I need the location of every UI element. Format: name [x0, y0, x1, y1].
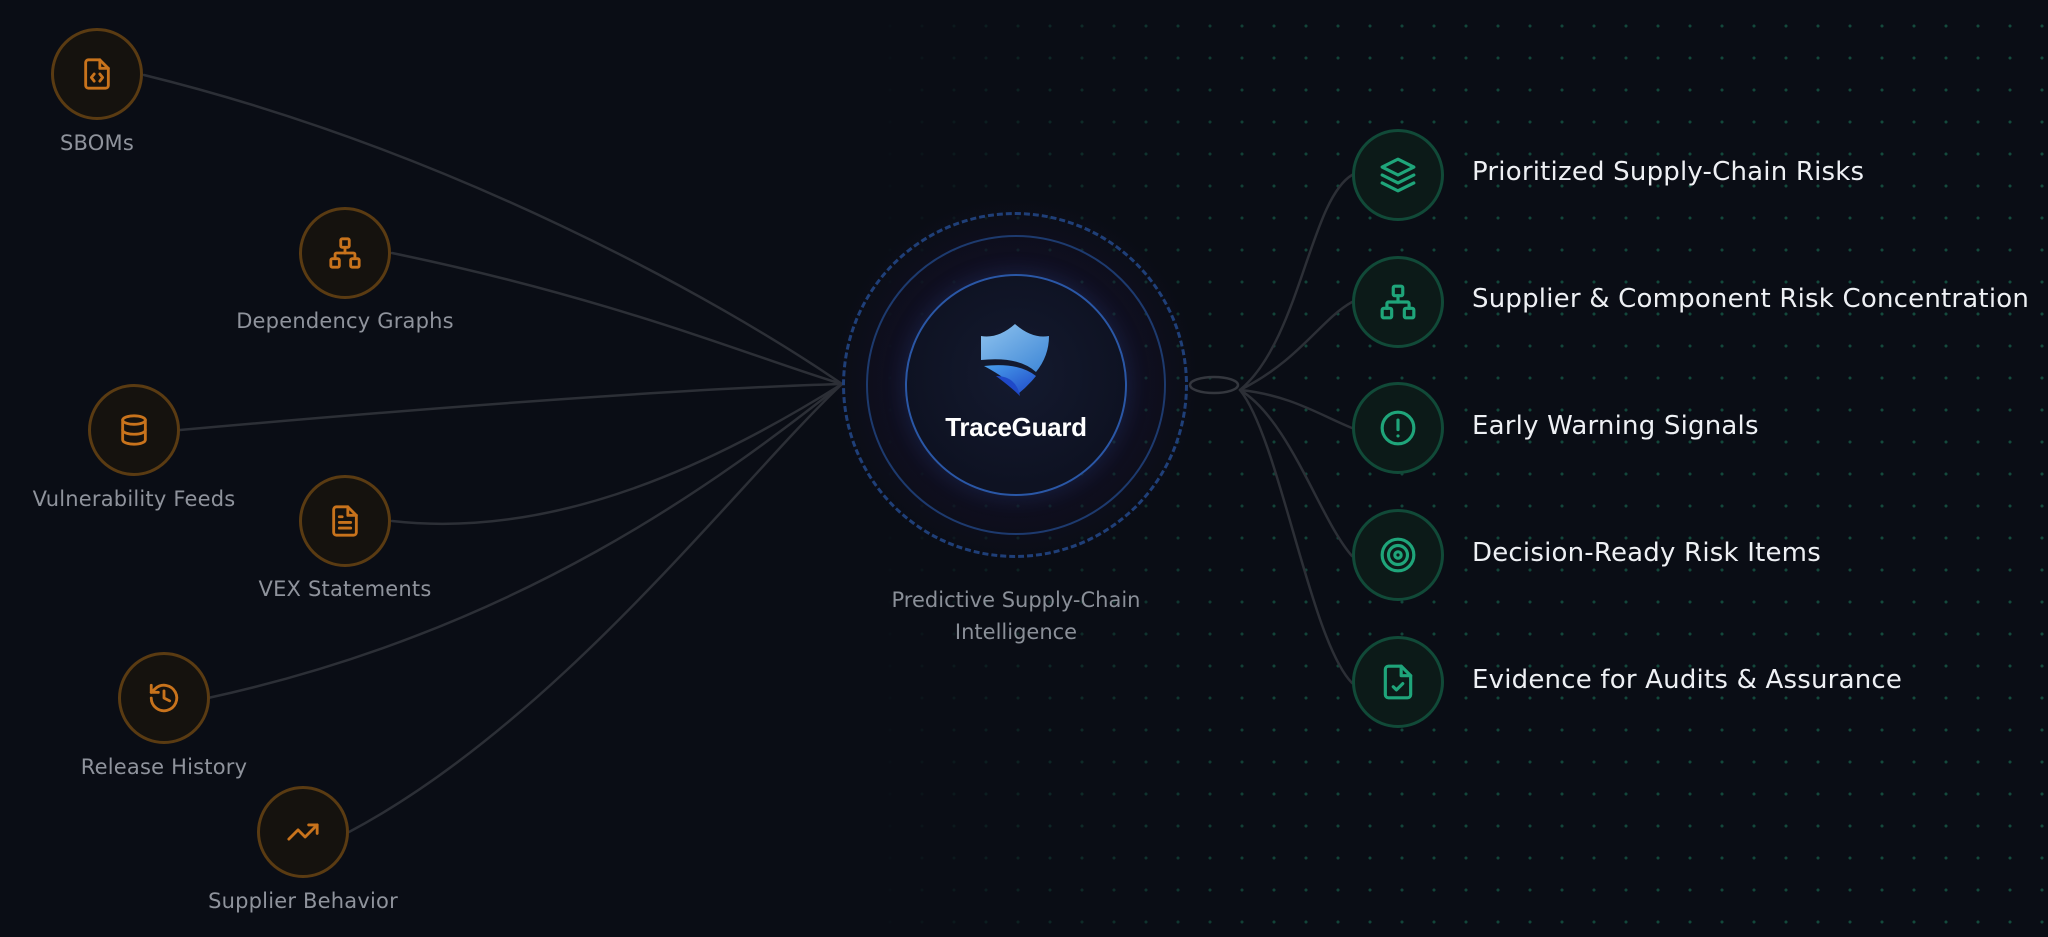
input-label-dependency-graphs: Dependency Graphs: [236, 309, 454, 333]
connector-early-warning: [1238, 388, 1354, 430]
output-junction: [1188, 375, 1240, 395]
output-label-early-warning: Early Warning Signals: [1472, 411, 1759, 441]
output-node-decision-ready: [1352, 509, 1444, 601]
output-node-risk-concentration: [1352, 256, 1444, 348]
input-node-vulnerability-feeds: [88, 384, 180, 476]
input-label-release-history: Release History: [80, 755, 248, 779]
layers-icon: [1380, 157, 1416, 193]
hub-tagline-line-1: Predictive Supply-Chain: [891, 588, 1141, 612]
output-node-early-warning: [1352, 382, 1444, 474]
shield-logo-icon: [981, 324, 1049, 396]
connector-vulnerability-feeds: [178, 382, 844, 432]
output-node-evidence: [1352, 636, 1444, 728]
hub-outer-ring: [842, 212, 1188, 558]
output-label-evidence: Evidence for Audits & Assurance: [1472, 665, 1903, 695]
input-label-vulnerability-feeds: Vulnerability Feeds: [32, 487, 236, 511]
input-label-sboms: SBOMs: [60, 131, 134, 155]
connector-decision-ready: [1238, 388, 1354, 558]
input-label-supplier-behavior: Supplier Behavior: [208, 889, 398, 913]
input-node-release-history: [118, 652, 210, 744]
output-node-prioritized-risks: [1352, 129, 1444, 221]
connector-evidence: [1238, 388, 1354, 685]
output-label-risk-concentration: Supplier & Component Risk Concentration: [1472, 284, 2030, 314]
hub-tagline-line-2: Intelligence: [954, 620, 1078, 644]
trending-up-icon: [287, 823, 319, 841]
hub-title: TraceGuard: [945, 412, 1087, 442]
hub-middle-ring: [866, 235, 1166, 535]
connector-vex-statements: [390, 382, 844, 526]
input-node-vex-statements: [299, 475, 391, 567]
alert-circle-icon: [1380, 410, 1416, 446]
hub-tagline: Predictive Supply-Chain Intelligence: [846, 584, 1186, 648]
file-text-icon: [332, 505, 358, 537]
connector-supplier-behavior: [347, 382, 844, 834]
connector-dependency-graphs: [390, 251, 844, 386]
output-label-decision-ready: Decision-Ready Risk Items: [1472, 538, 1821, 568]
input-node-sboms: [51, 28, 143, 120]
file-code-icon: [84, 58, 110, 90]
input-node-dependency-graphs: [299, 207, 391, 299]
database-icon: [121, 414, 147, 446]
connector-risk-concentration: [1238, 300, 1354, 392]
connector-sboms: [142, 73, 844, 386]
file-check-icon: [1383, 664, 1413, 700]
connector-release-history: [206, 382, 844, 700]
target-icon: [1380, 537, 1416, 573]
output-label-prioritized-risks: Prioritized Supply-Chain Risks: [1472, 157, 1865, 187]
network-icon: [1380, 284, 1416, 320]
input-node-supplier-behavior: [257, 786, 349, 878]
input-label-vex-statements: VEX Statements: [258, 577, 432, 601]
connector-prioritized-risks: [1238, 173, 1354, 392]
history-icon: [149, 683, 179, 713]
network-icon: [329, 237, 361, 269]
